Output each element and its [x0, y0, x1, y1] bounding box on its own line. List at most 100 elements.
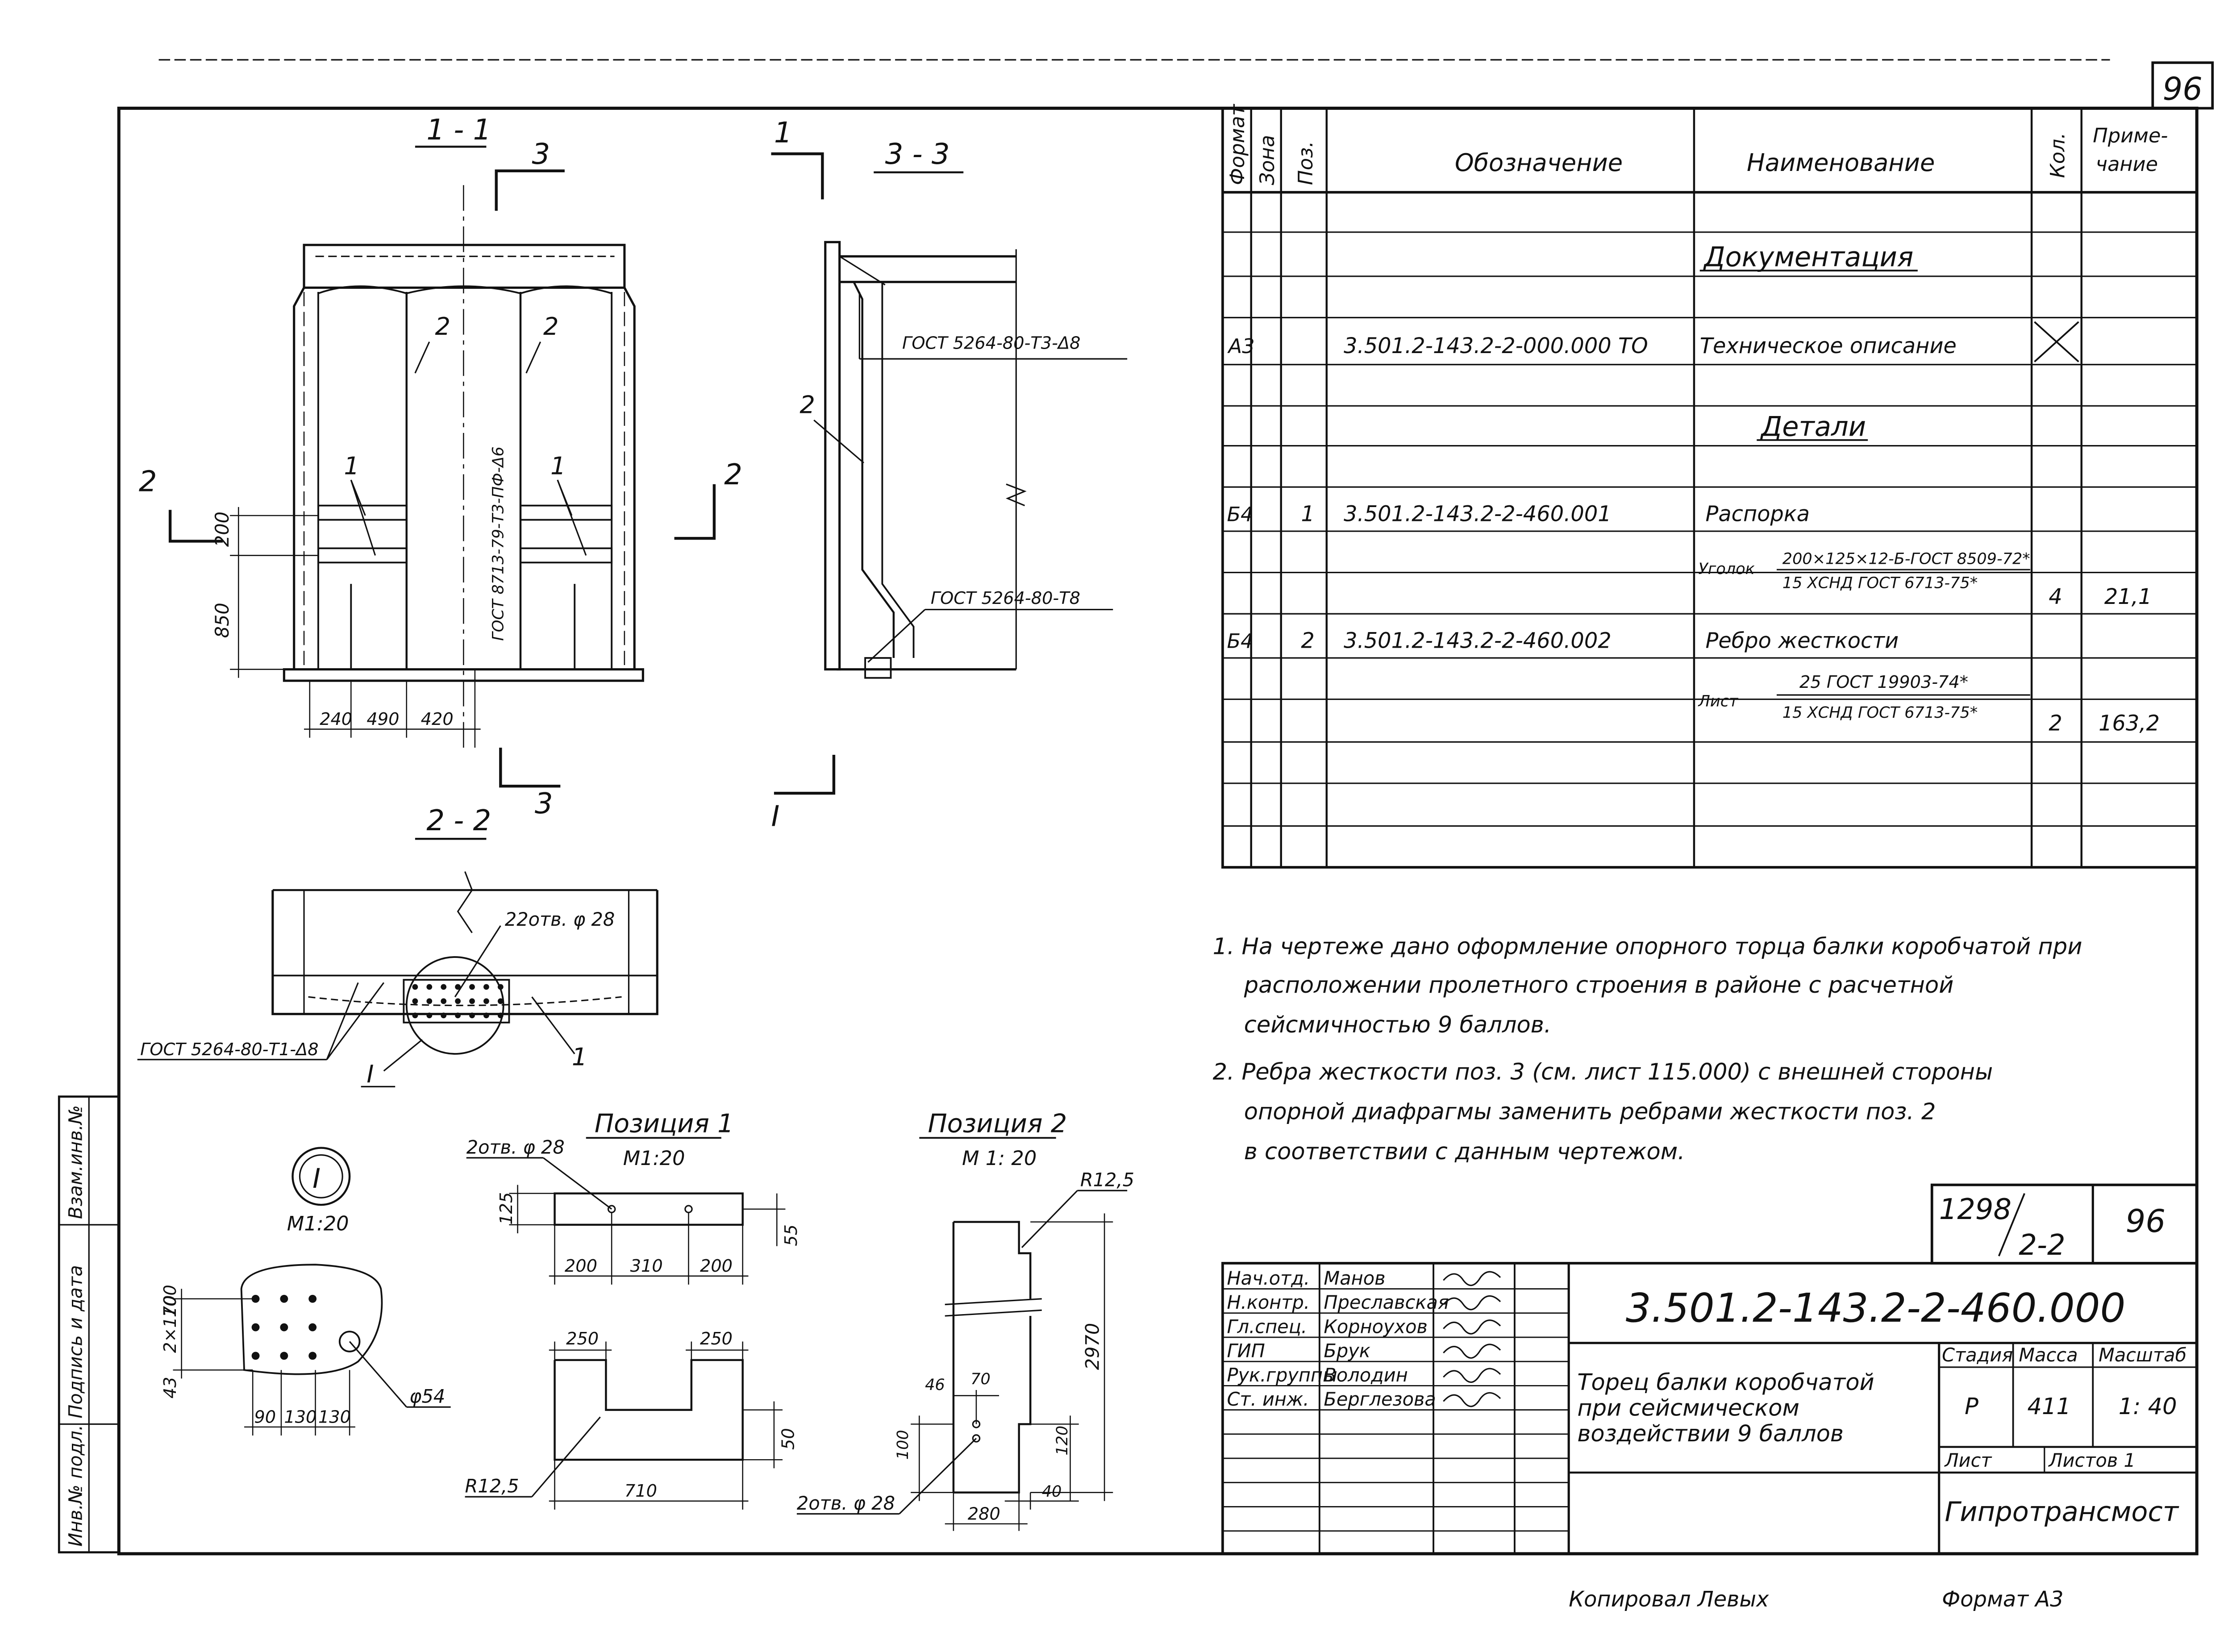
- hole: [251, 1323, 260, 1332]
- row2-material-top: 25 ГОСТ 19903-74*: [1799, 672, 1968, 692]
- holes-grid-22: [412, 984, 504, 1019]
- hole: [441, 1012, 447, 1019]
- hole: [497, 1012, 504, 1019]
- pos1-dim-125: 125: [496, 1192, 516, 1225]
- node-I: I М1:20 φ54 100 2×170 43 90 130 130: [160, 1147, 451, 1436]
- pos1-dim-310: 310: [630, 1256, 663, 1276]
- tb-mass: 411: [2028, 1394, 2071, 1420]
- hdr-qty: Кол.: [2046, 133, 2070, 178]
- tb-col-scale: Масштаб: [2099, 1344, 2186, 1366]
- tb-role: ГИП: [1227, 1340, 1265, 1362]
- row1-qty: 4: [2049, 585, 2062, 609]
- note-line-2: расположении пролетного строения в район…: [1244, 972, 1954, 999]
- row1-designation: 3.501.2-143.2-2-460.001: [1344, 502, 1612, 527]
- hole: [412, 984, 418, 990]
- tb-archive: 1298: [1939, 1193, 2011, 1226]
- hole: [308, 1352, 317, 1360]
- side-stamp-sign: Подпись и дата: [65, 1265, 86, 1419]
- doc-format: А3: [1227, 335, 1255, 358]
- hole: [455, 984, 461, 990]
- tb-stage: Р: [1965, 1394, 1978, 1420]
- pos1-dim-200a: 200: [565, 1256, 597, 1276]
- pos1-dim-50: 50: [779, 1428, 799, 1450]
- s22-node-ref: I: [366, 1060, 374, 1088]
- tb-role: Рук.группы: [1227, 1365, 1337, 1386]
- cut-2-left: 2: [139, 466, 157, 499]
- tb-person: Манов: [1324, 1268, 1385, 1289]
- position-2: Позиция 2 М 1: 20 R12,5 2970 46 70 100 1…: [796, 1108, 1134, 1531]
- corner-sheet-number: 96: [2163, 71, 2203, 107]
- hole: [483, 984, 489, 990]
- s11-weld-vertical: ГОСТ 8713-79-Т3-ПФ-Δ6: [489, 446, 508, 641]
- pos2-dim-46: 46: [925, 1376, 945, 1394]
- pos2-holes: 2отв. φ 28: [797, 1493, 895, 1514]
- tb-person: Брук: [1324, 1340, 1370, 1362]
- hole: [497, 998, 504, 1004]
- holes-grid-node: [251, 1294, 317, 1360]
- hole: [441, 984, 447, 990]
- hdr-note: Приме-чание: [2093, 124, 2168, 176]
- tb-title-line-1: Торец балки коробчатой: [1577, 1369, 1874, 1396]
- s11-label-1b: 1: [550, 452, 566, 480]
- hole: [308, 1294, 317, 1303]
- s11-dim-240: 240: [320, 709, 352, 729]
- hdr-pos: Поз.: [1294, 141, 1317, 185]
- tb-org: Гипротрансмост: [1945, 1496, 2179, 1527]
- signature-mark: [1443, 1271, 1501, 1286]
- tb-person: Володин: [1324, 1365, 1407, 1386]
- pos2-dim-70: 70: [970, 1370, 991, 1388]
- pos1-dim-55: 55: [781, 1224, 801, 1246]
- hdr-format: Формат: [1226, 104, 1249, 185]
- pos1-title: Позиция 1: [595, 1108, 734, 1138]
- s33-label-2: 2: [800, 391, 815, 419]
- s11-label-1a: 1: [344, 452, 359, 480]
- tb-col-stage: Стадия: [1942, 1344, 2013, 1366]
- row1-note: 21,1: [2104, 585, 2152, 609]
- tb-person: Преславская: [1324, 1292, 1449, 1313]
- hdr-designation: Обозначение: [1455, 149, 1623, 177]
- row1-material-top: 200×125×12-Б-ГОСТ 8509-72*: [1782, 549, 2030, 568]
- pos2-dim-280: 280: [968, 1504, 1000, 1524]
- section-1-1-title: 1 - 1: [426, 114, 491, 147]
- title-block: 1298 2-2 96 3.501.2-143.2-2-46: [1221, 1183, 2199, 1555]
- pos2-dim-120: 120: [1053, 1426, 1071, 1456]
- pos1-dim-250b: 250: [700, 1329, 733, 1349]
- section-1-1: 1 - 1 3 2 2 1 1 ГОСТ 8713-79-Т3-ПФ-Δ: [139, 114, 742, 820]
- hole: [469, 984, 475, 990]
- row2-note: 163,2: [2099, 712, 2160, 736]
- pos1-scale: М1:20: [623, 1147, 685, 1170]
- side-stamp-inv: Инв.№ подл.: [65, 1425, 86, 1547]
- node-scale: М1:20: [287, 1212, 349, 1236]
- hole: [469, 1012, 475, 1019]
- hole: [455, 1012, 461, 1019]
- hole: [308, 1323, 317, 1332]
- tb-archive-sub: 2-2: [2019, 1229, 2065, 1262]
- s11-dim-490: 490: [366, 709, 399, 729]
- footer-format: Формат А3: [1942, 1587, 2063, 1612]
- tb-person: Корноухов: [1324, 1316, 1428, 1337]
- row2-designation: 3.501.2-143.2-2-460.002: [1344, 629, 1612, 653]
- side-stamp-replace: Взам.инв.№: [65, 1105, 86, 1219]
- position-1: Позиция 1 М1:20 2отв. φ 28 125 55 200 31…: [465, 1108, 801, 1510]
- pos2-dim-100: 100: [894, 1430, 912, 1460]
- tb-sheets-label: Листов 1: [2048, 1450, 2135, 1471]
- tb-role: Гл.спец.: [1227, 1316, 1307, 1337]
- note-line-5: опорной диафрагмы заменить ребрами жестк…: [1244, 1099, 1936, 1125]
- s22-label-1: 1: [572, 1043, 587, 1071]
- cut-3-top: 3: [532, 138, 550, 171]
- node-dim-2x170: 2×170: [160, 1295, 180, 1353]
- row2-material-kind: Лист: [1698, 692, 1739, 710]
- s33-weld-top: ГОСТ 5264-80-Т3-Δ8: [902, 333, 1080, 354]
- row1-pos: 1: [1301, 502, 1314, 527]
- s11-label-2a: 2: [435, 312, 451, 341]
- tb-sheet-label: Лист: [1944, 1450, 1993, 1471]
- hdr-zone: Зона: [1256, 135, 1279, 185]
- row1-material-kind: Уголок: [1699, 560, 1755, 578]
- hole: [441, 998, 447, 1004]
- pos1-dim-250a: 250: [566, 1329, 599, 1349]
- cut-2-right: 2: [724, 458, 742, 491]
- section-details: Детали: [1760, 411, 1866, 442]
- note-line-1: 1. На чертеже дано оформление опорного т…: [1213, 934, 2082, 960]
- node-dim-130a: 130: [284, 1407, 316, 1427]
- hole: [426, 1012, 433, 1019]
